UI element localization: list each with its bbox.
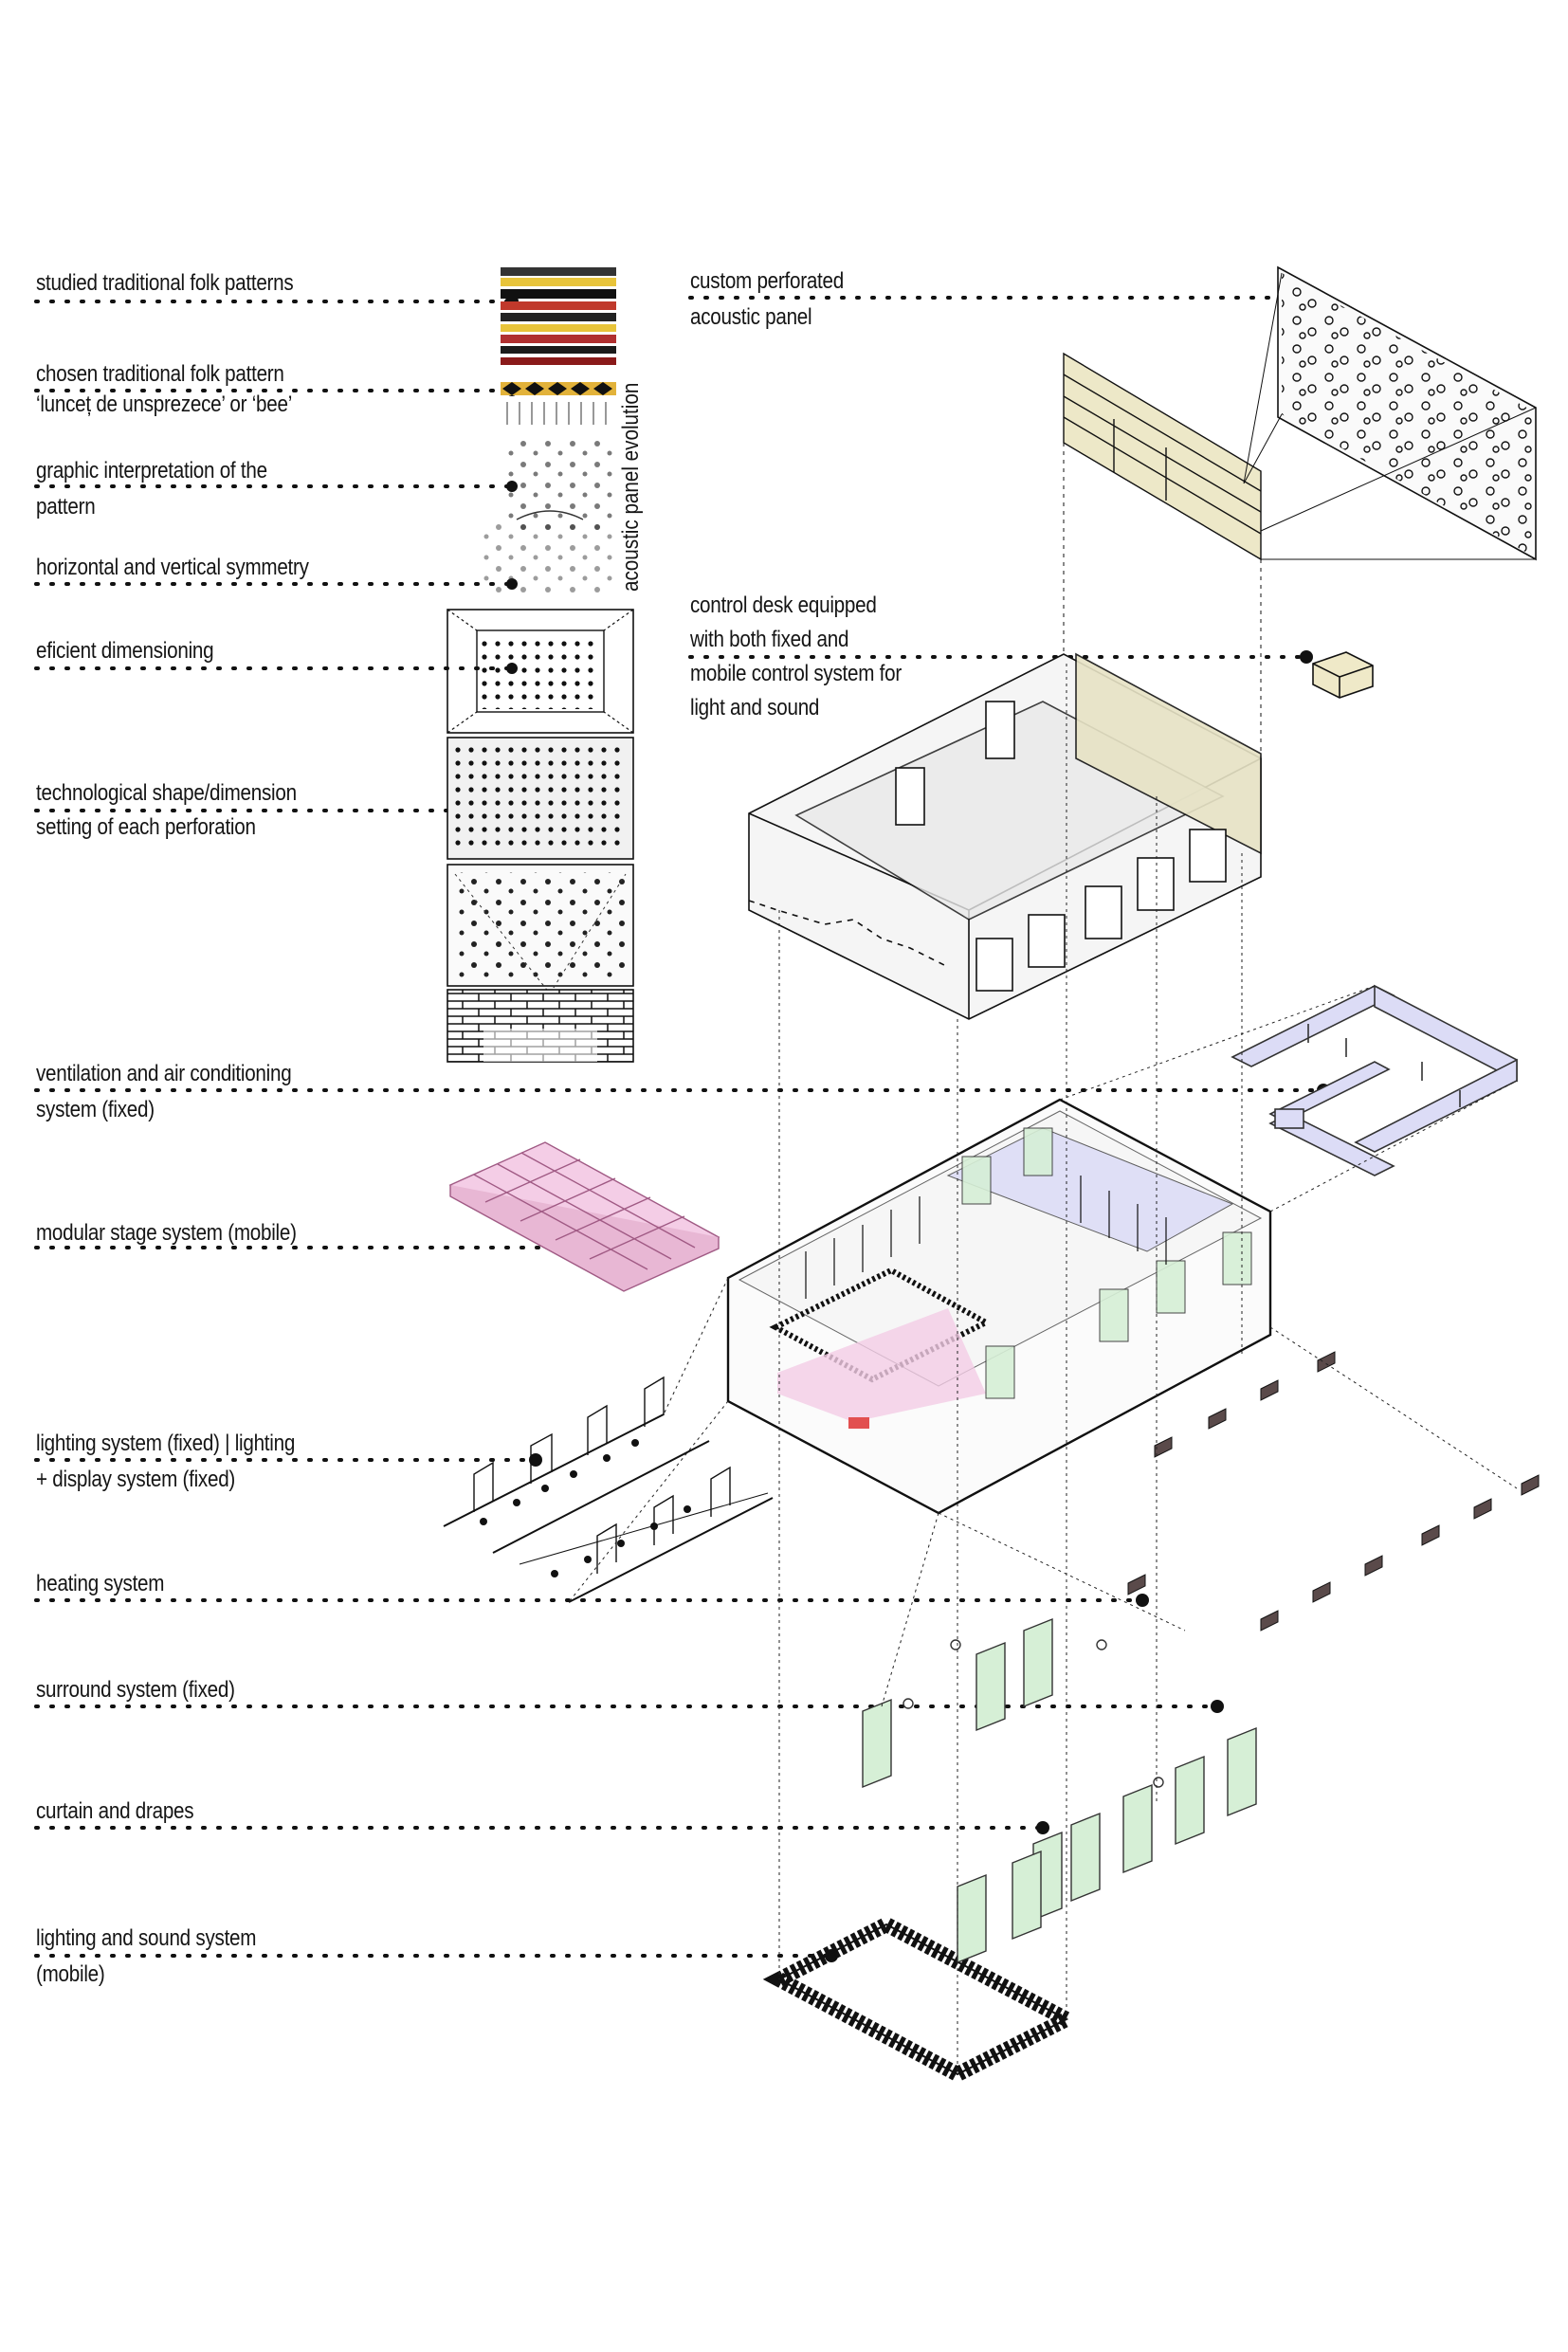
label-control-desk-line2: with both fixed and xyxy=(690,627,849,652)
leader-surround xyxy=(34,1700,1224,1713)
label-lighting-mobile-line2: (mobile) xyxy=(36,1961,105,1987)
label-symmetry: horizontal and vertical symmetry xyxy=(36,555,309,580)
chosen-pattern-band xyxy=(501,382,616,425)
label-surround: surround system (fixed) xyxy=(36,1677,235,1703)
label-chosen-pattern-line2: ‘lunceț de unsprezece’ or ‘bee’ xyxy=(36,392,293,417)
label-stage: modular stage system (mobile) xyxy=(36,1220,297,1246)
leader-control-desk xyxy=(688,650,1313,664)
symmetry-figure xyxy=(479,510,619,593)
label-dimensioning: eficient dimensioning xyxy=(36,638,214,664)
curtain-panels xyxy=(862,1617,1257,1964)
label-lighting-fixed-line2: + display system (fixed) xyxy=(36,1467,236,1492)
label-perforated-panel-line1: custom perforated xyxy=(690,268,844,294)
lighting-rig-fixed xyxy=(443,1376,774,1603)
lighting-frame-mobile xyxy=(762,1915,1084,2084)
leader-lighting-fixed xyxy=(34,1453,542,1467)
graphic-interpretation xyxy=(504,436,616,531)
label-chosen-pattern-line1: chosen traditional folk pattern xyxy=(36,361,284,387)
leader-curtains xyxy=(34,1821,1049,1834)
label-control-desk-line1: control desk equipped xyxy=(690,593,877,618)
label-heating: heating system xyxy=(36,1571,165,1596)
label-lighting-mobile-line1: lighting and sound system xyxy=(36,1925,257,1951)
label-perforated-panel-line2: acoustic panel xyxy=(690,304,812,330)
perforation-panel-2 xyxy=(447,864,634,994)
label-curtains: curtain and drapes xyxy=(36,1798,194,1824)
walls-shell xyxy=(748,652,1262,1020)
label-tech-shape-line1: technological shape/dimension xyxy=(36,780,297,806)
brick-base xyxy=(447,989,634,1063)
label-folk-patterns: studied traditional folk patterns xyxy=(36,270,294,296)
label-control-desk-line4: light and sound xyxy=(690,695,820,720)
label-tech-shape-line2: setting of each perforation xyxy=(36,814,256,840)
perforated-panel-detail xyxy=(1243,265,1537,561)
label-ventilation-line2: system (fixed) xyxy=(36,1097,155,1122)
leader-heating xyxy=(34,1594,1149,1607)
surround-speakers xyxy=(903,1639,1164,1788)
perforation-panel-1 xyxy=(447,737,634,860)
dimensioning-panel xyxy=(447,609,634,734)
label-acoustic-evolution: acoustic panel evolution xyxy=(618,382,644,592)
label-lighting-fixed-line1: lighting system (fixed) | lighting xyxy=(36,1431,296,1456)
pattern-strip xyxy=(501,267,616,365)
leader-lines xyxy=(34,291,1330,1962)
label-graphic-interp-line2: pattern xyxy=(36,494,96,520)
projection-lines xyxy=(568,664,1518,2074)
modular-stage xyxy=(448,1141,720,1292)
label-control-desk-line3: mobile control system for xyxy=(690,661,902,686)
ventilation-ducts xyxy=(1231,984,1518,1176)
label-graphic-interp-line1: graphic interpretation of the xyxy=(36,458,267,483)
main-room-box xyxy=(726,1098,1272,1515)
label-ventilation-line1: ventilation and air conditioning xyxy=(36,1061,292,1086)
heaters xyxy=(1127,1351,1540,1632)
control-desk xyxy=(1312,651,1374,699)
